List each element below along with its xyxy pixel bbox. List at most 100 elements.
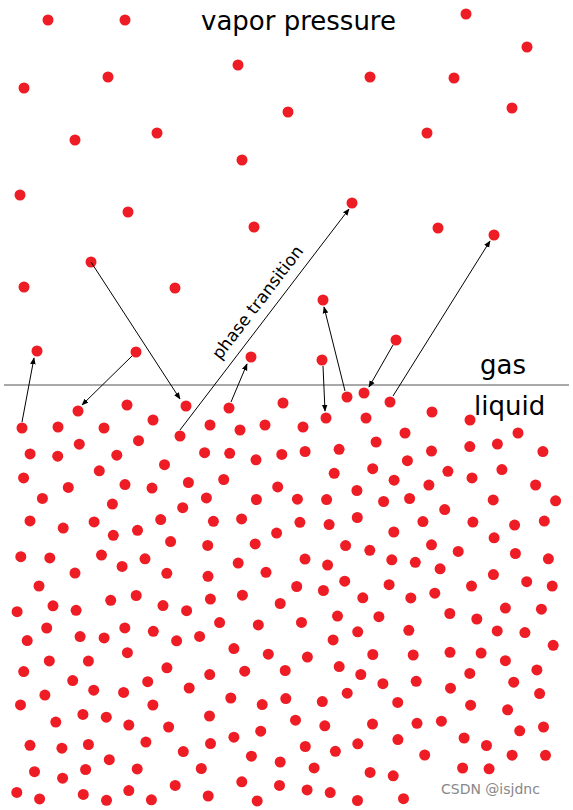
liquid-molecule (22, 635, 33, 646)
phase-label: liquid (474, 393, 545, 419)
liquid-molecule (236, 513, 247, 524)
liquid-molecule (543, 553, 554, 564)
liquid-molecule (329, 468, 340, 479)
liquid-molecule (352, 512, 363, 523)
liquid-molecule (508, 677, 519, 688)
liquid-molecule (325, 787, 336, 798)
liquid-molecule (39, 690, 50, 701)
liquid-molecule (170, 780, 181, 791)
liquid-molecule (352, 738, 363, 749)
liquid-molecule (547, 581, 558, 592)
liquid-molecule (548, 640, 559, 651)
liquid-molecule (131, 590, 142, 601)
liquid-molecule (148, 626, 159, 637)
liquid-molecule (398, 793, 409, 804)
liquid-molecule (132, 763, 143, 774)
liquid-molecule (367, 463, 378, 474)
liquid-molecule (319, 720, 330, 731)
liquid-molecule (321, 494, 332, 505)
watermark: CSDN @isjdnc (441, 782, 540, 796)
liquid-molecule (205, 594, 216, 605)
liquid-molecule (509, 520, 520, 531)
liquid-molecule (367, 719, 378, 730)
liquid-molecule (489, 532, 500, 543)
liquid-molecule (484, 763, 495, 774)
diagram-title: vapor pressure (201, 8, 396, 34)
liquid-molecule (318, 585, 329, 596)
liquid-molecule (239, 666, 250, 677)
liquid-molecule (404, 493, 415, 504)
liquid-molecule (340, 540, 351, 551)
liquid-molecule (500, 655, 511, 666)
surface-molecules (17, 392, 524, 442)
liquid-molecule (11, 787, 22, 798)
liquid-molecule (161, 662, 172, 673)
liquid-molecule (184, 683, 195, 694)
liquid-molecule (405, 592, 416, 603)
liquid-molecule (250, 538, 261, 549)
liquid-molecule (25, 448, 36, 459)
liquid-molecule (201, 492, 212, 503)
liquid-molecule (392, 697, 403, 708)
liquid-molecule (392, 734, 403, 745)
liquid-molecule (302, 784, 313, 795)
liquid-molecule (63, 482, 74, 493)
liquid-molecule (317, 696, 328, 707)
liquid-molecule (435, 563, 446, 574)
liquid-molecule (181, 605, 192, 616)
liquid-molecule (74, 439, 85, 450)
liquid-molecule (140, 737, 151, 748)
liquid-molecule (417, 516, 428, 527)
liquid-molecule (364, 545, 375, 556)
liquid-molecule (34, 793, 45, 804)
liquid-molecule (531, 664, 542, 675)
liquid-molecule (324, 519, 335, 530)
liquid-molecule (118, 687, 129, 698)
liquid-molecule (536, 604, 547, 615)
liquid-molecule (251, 454, 262, 465)
gas-molecules (15, 9, 533, 399)
liquid-molecule (15, 699, 26, 710)
liquid-molecule (18, 472, 29, 483)
liquid-molecule (429, 588, 440, 599)
liquid-molecule (83, 656, 94, 667)
liquid-molecule (377, 678, 388, 689)
liquid-molecule (133, 435, 144, 446)
liquid-molecule (194, 631, 205, 642)
liquid-molecule (78, 789, 89, 800)
liquid-molecule (539, 516, 550, 527)
liquid-molecule (236, 776, 247, 787)
liquid-molecule (44, 655, 55, 666)
liquid-molecule (386, 554, 397, 565)
liquid-molecule (351, 485, 362, 496)
liquid-molecule (275, 598, 286, 609)
liquid-molecule (119, 622, 130, 633)
liquid-molecule (107, 499, 118, 510)
liquid-molecule (334, 444, 345, 455)
liquid-molecule (410, 557, 421, 568)
liquid-molecule (147, 483, 158, 494)
liquid-molecule (165, 536, 176, 547)
liquid-molecule (218, 474, 229, 485)
liquid-molecule (123, 785, 134, 796)
liquid-molecule (196, 763, 207, 774)
liquid-molecule (466, 581, 477, 592)
liquid-molecule (280, 665, 291, 676)
liquid-molecule (120, 479, 131, 490)
phase-label: gas (480, 352, 526, 378)
liquid-molecule (296, 617, 307, 628)
liquid-molecule (442, 466, 453, 477)
arrow-label: phase transition (209, 243, 306, 363)
liquid-molecule (203, 791, 214, 802)
liquid-molecule (426, 446, 437, 457)
liquid-molecule (101, 795, 112, 806)
liquid-molecule (225, 693, 236, 704)
liquid-molecule (332, 611, 343, 622)
liquid-molecule (272, 481, 283, 492)
liquid-molecule (373, 611, 384, 622)
liquid-molecule (44, 552, 55, 563)
liquid-molecule (228, 732, 239, 743)
liquid-molecule (251, 494, 262, 505)
liquid-molecule (328, 634, 339, 645)
liquid-molecule (88, 685, 99, 696)
